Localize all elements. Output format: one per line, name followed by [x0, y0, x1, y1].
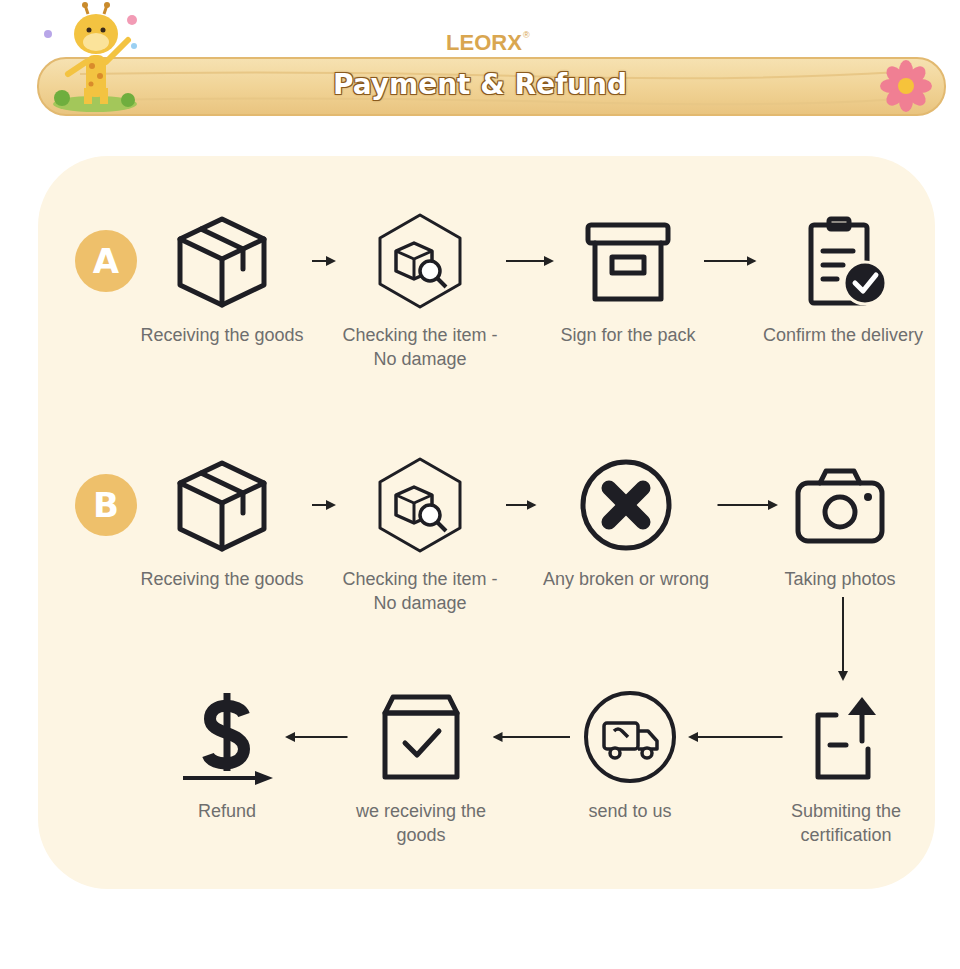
- camera-icon: [788, 455, 892, 555]
- process-step: Receiving the goods: [136, 455, 308, 591]
- step-caption: Checking the item -No damage: [338, 323, 502, 371]
- step-badge: A: [75, 230, 137, 292]
- cube-icon: [170, 455, 274, 555]
- flow-arrow: [506, 504, 535, 506]
- step-caption: Checking the item -No damage: [338, 567, 502, 615]
- flow-arrow: [690, 736, 783, 738]
- archive-icon: [576, 211, 680, 311]
- step-caption: Refund: [171, 799, 283, 823]
- process-step: Confirm the delivery: [759, 211, 928, 347]
- flow-arrow: [704, 260, 755, 262]
- step-caption: Any broken or wrong: [539, 567, 714, 591]
- step-caption: Confirm the delivery: [759, 323, 928, 347]
- process-step: Refund: [171, 687, 283, 823]
- process-step: Checking the item -No damage: [338, 211, 502, 371]
- step-badge: B: [75, 474, 137, 536]
- step-caption: Receiving the goods: [136, 567, 308, 591]
- flow-arrow: [312, 504, 334, 506]
- flow-arrow: [287, 736, 348, 738]
- cross-icon: [574, 455, 678, 555]
- banner-title: Payment & Refund: [0, 68, 960, 101]
- flower: [880, 60, 932, 112]
- process-step: Sign for the pack: [556, 211, 700, 347]
- process-step: Taking photos: [780, 455, 900, 591]
- flow-arrow: [312, 260, 334, 262]
- clipboard-icon: [791, 211, 895, 311]
- step-caption: Submiting the certification: [787, 799, 906, 847]
- flow-arrow: [842, 597, 844, 679]
- step-caption: send to us: [574, 799, 686, 823]
- registered-mark: ®: [523, 30, 530, 40]
- badge-letter: B: [93, 485, 119, 525]
- panel: [38, 156, 935, 889]
- inspect-icon: [368, 211, 472, 311]
- truck-icon: [578, 687, 682, 787]
- process-step: Receiving the goods: [136, 211, 308, 347]
- step-caption: Taking photos: [780, 567, 900, 591]
- cube-icon: [170, 211, 274, 311]
- upload-icon: [794, 687, 898, 787]
- process-step: Submiting the certification: [787, 687, 906, 847]
- inspect-icon: [368, 455, 472, 555]
- process-step: Checking the item -No damage: [338, 455, 502, 615]
- boxcheck-icon: [369, 687, 473, 787]
- badge-letter: A: [93, 241, 119, 281]
- process-step: send to us: [574, 687, 686, 823]
- flow-arrow: [495, 736, 571, 738]
- step-caption: Receiving the goods: [136, 323, 308, 347]
- brand-name: LEORX: [446, 30, 522, 56]
- process-step: we receiving the goods: [352, 687, 491, 847]
- step-caption: we receiving the goods: [352, 799, 491, 847]
- step-caption: Sign for the pack: [556, 323, 700, 347]
- flow-arrow: [718, 504, 777, 506]
- process-step: Any broken or wrong: [539, 455, 714, 591]
- giraffe: [44, 2, 137, 112]
- flow-arrow: [506, 260, 552, 262]
- dollar-icon: [175, 687, 279, 787]
